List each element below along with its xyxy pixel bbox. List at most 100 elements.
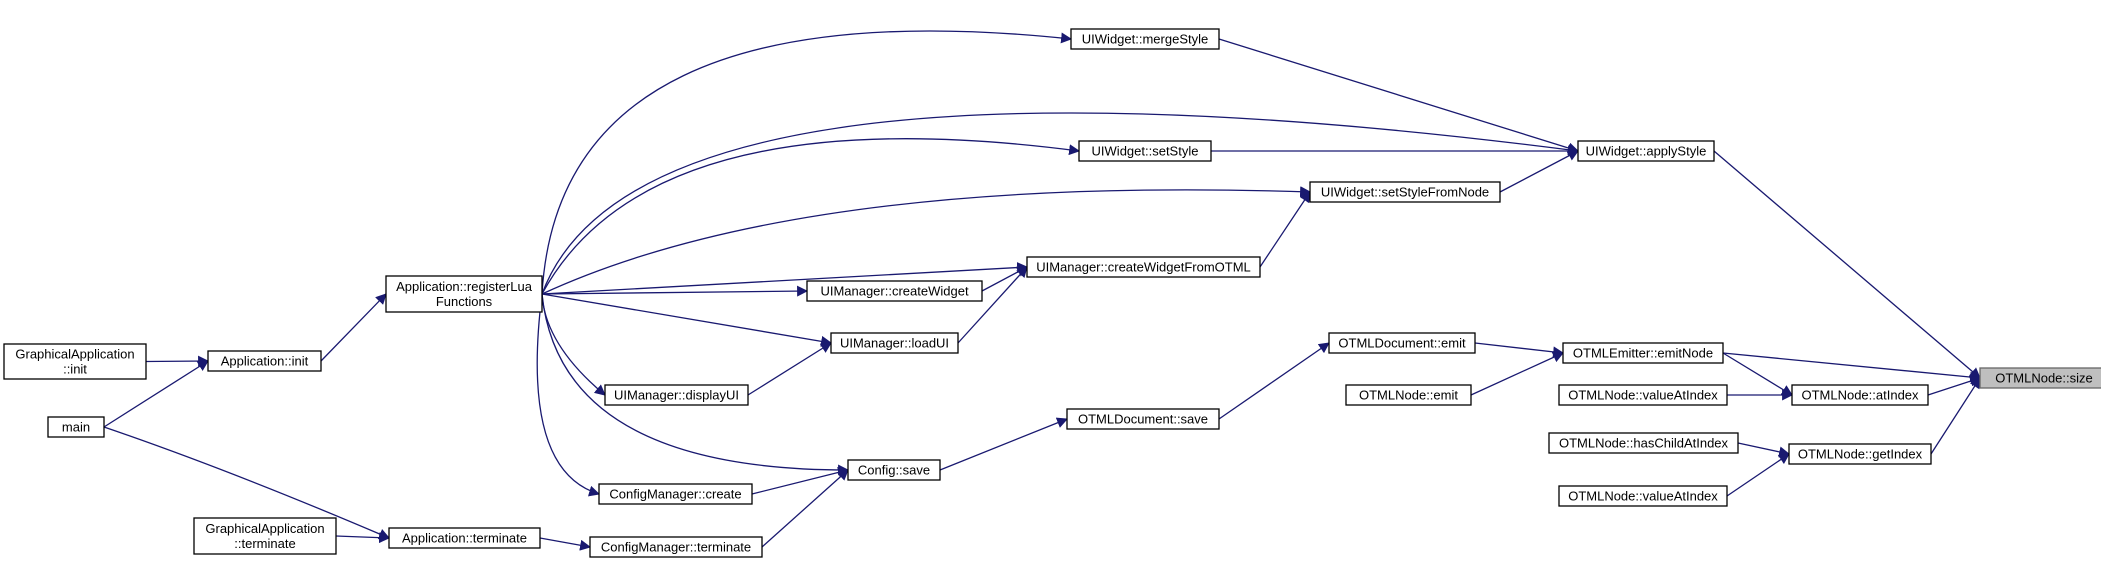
node-docSave[interactable]: OTMLDocument::save — [1066, 408, 1220, 430]
node-box[interactable] — [3, 343, 147, 380]
node-label: UIManager::createWidget — [820, 284, 969, 299]
node-box[interactable] — [207, 350, 322, 372]
node-gaInit[interactable]: GraphicalApplication::init — [3, 343, 147, 380]
node-valueAtIndex1[interactable]: OTMLNode::valueAtIndex — [1558, 384, 1728, 406]
edge-createWidget-to-createWidgetFromOTML — [981, 266, 1028, 292]
node-box[interactable] — [847, 459, 941, 481]
node-box[interactable] — [1562, 342, 1724, 364]
node-docEmit[interactable]: OTMLDocument::emit — [1328, 332, 1476, 354]
node-label: OTMLNode::getIndex — [1798, 447, 1923, 462]
edge-configSave-to-docSave — [939, 417, 1069, 471]
edge-registerLua-to-configSave — [541, 293, 850, 476]
node-nodeEmit[interactable]: OTMLNode::emit — [1345, 384, 1472, 406]
node-box[interactable] — [1577, 140, 1715, 162]
edge-registerLua-to-setStyleFromNode — [541, 186, 1312, 295]
node-label: ::init — [63, 362, 87, 377]
node-configSave[interactable]: Config::save — [847, 459, 941, 481]
node-label: OTMLNode::atIndex — [1801, 388, 1919, 403]
node-label: OTMLDocument::save — [1078, 412, 1208, 427]
node-label: OTMLNode::emit — [1359, 388, 1458, 403]
node-box[interactable] — [589, 536, 763, 558]
node-label: Config::save — [858, 463, 930, 478]
node-displayUI[interactable]: UIManager::displayUI — [604, 384, 749, 406]
node-atIndex[interactable]: OTMLNode::atIndex — [1791, 384, 1929, 406]
edge-atIndex-to-size — [1927, 375, 1982, 396]
node-box[interactable] — [1548, 432, 1739, 454]
node-label: UIManager::displayUI — [614, 388, 739, 403]
node-gaTerminate[interactable]: GraphicalApplication::terminate — [193, 517, 337, 555]
node-label: Application::init — [221, 354, 309, 369]
node-label: UIWidget::setStyle — [1092, 144, 1199, 159]
node-box[interactable] — [1328, 332, 1476, 354]
edge-docSave-to-docEmit — [1218, 342, 1330, 420]
node-loadUI[interactable]: UIManager::loadUI — [830, 332, 959, 354]
edge-appTerminate-to-cmTerminate — [539, 537, 592, 551]
node-box[interactable] — [1788, 443, 1932, 465]
edges-layer — [103, 30, 1982, 551]
node-valueAtIndex2[interactable]: OTMLNode::valueAtIndex — [1558, 485, 1728, 507]
node-cmTerminate[interactable]: ConfigManager::terminate — [589, 536, 763, 558]
node-label: OTMLNode::valueAtIndex — [1568, 489, 1718, 504]
node-label: UIWidget::applyStyle — [1586, 144, 1707, 159]
edge-gaTerminate-to-appTerminate — [335, 532, 391, 544]
edge-registerLua-to-createWidget — [541, 285, 809, 297]
node-label: OTMLNode::hasChildAtIndex — [1559, 436, 1729, 451]
node-box[interactable] — [1979, 367, 2101, 389]
node-setStyle[interactable]: UIWidget::setStyle — [1078, 140, 1212, 162]
node-box[interactable] — [47, 416, 105, 438]
edge-nodeEmit-to-emitNode — [1470, 352, 1565, 396]
node-getIndex[interactable]: OTMLNode::getIndex — [1788, 443, 1932, 465]
edge-cmTerminate-to-configSave — [761, 469, 849, 548]
node-label: UIWidget::setStyleFromNode — [1321, 185, 1489, 200]
node-box[interactable] — [385, 275, 543, 313]
node-label: OTMLNode::valueAtIndex — [1568, 388, 1718, 403]
node-main[interactable]: main — [47, 416, 105, 438]
edge-main-to-appInit — [103, 360, 209, 428]
edge-loadUI-to-createWidgetFromOTML — [957, 266, 1028, 344]
node-box[interactable] — [1078, 140, 1212, 162]
node-box[interactable] — [1791, 384, 1929, 406]
edge-getIndex-to-size — [1930, 377, 1981, 455]
edge-setStyleFromNode-to-applyStyle — [1499, 150, 1579, 193]
node-mergeStyle[interactable]: UIWidget::mergeStyle — [1070, 28, 1220, 50]
node-box[interactable] — [1026, 256, 1261, 278]
node-label: OTMLNode::size — [1995, 371, 2093, 386]
node-label: ::terminate — [234, 536, 295, 551]
node-label: ConfigManager::terminate — [601, 540, 751, 555]
node-box[interactable] — [193, 517, 337, 555]
node-label: UIManager::createWidgetFromOTML — [1036, 260, 1251, 275]
edge-docEmit-to-emitNode — [1474, 342, 1565, 358]
edge-emitNode-to-size — [1722, 352, 1982, 383]
node-box[interactable] — [1345, 384, 1472, 406]
node-appInit[interactable]: Application::init — [207, 350, 322, 372]
node-box[interactable] — [1558, 485, 1728, 507]
node-label: Functions — [436, 294, 493, 309]
edge-gaInit-to-appInit — [145, 355, 210, 367]
node-applyStyle[interactable]: UIWidget::applyStyle — [1577, 140, 1715, 162]
node-setStyleFromNode[interactable]: UIWidget::setStyleFromNode — [1309, 181, 1501, 203]
node-label: OTMLDocument::emit — [1338, 336, 1466, 351]
node-box[interactable] — [388, 527, 541, 549]
edge-registerLua-to-createWidgetFromOTML — [541, 262, 1029, 295]
node-cmCreate[interactable]: ConfigManager::create — [598, 483, 753, 505]
node-appTerminate[interactable]: Application::terminate — [388, 527, 541, 549]
node-box[interactable] — [1066, 408, 1220, 430]
node-box[interactable] — [1309, 181, 1501, 203]
edge-displayUI-to-loadUI — [747, 342, 832, 396]
nodes-layer: OTMLNode::size UIWidget::applyStyleOTMLEm… — [3, 28, 2101, 558]
node-emitNode[interactable]: OTMLEmitter::emitNode — [1562, 342, 1724, 364]
node-box[interactable] — [830, 332, 959, 354]
node-hasChildAtIndex[interactable]: OTMLNode::hasChildAtIndex — [1548, 432, 1739, 454]
node-createWidget[interactable]: UIManager::createWidget — [806, 280, 983, 302]
node-box[interactable] — [604, 384, 749, 406]
node-box[interactable] — [806, 280, 983, 302]
node-createWidgetFromOTML[interactable]: UIManager::createWidgetFromOTML — [1026, 256, 1261, 278]
node-box[interactable] — [1070, 28, 1220, 50]
edge-registerLua-to-loadUI — [541, 293, 833, 347]
node-box[interactable] — [598, 483, 753, 505]
node-label: main — [62, 420, 90, 435]
node-box[interactable] — [1558, 384, 1728, 406]
edge-mergeStyle-to-applyStyle — [1218, 38, 1580, 154]
node-size[interactable]: OTMLNode::size — [1979, 367, 2101, 389]
